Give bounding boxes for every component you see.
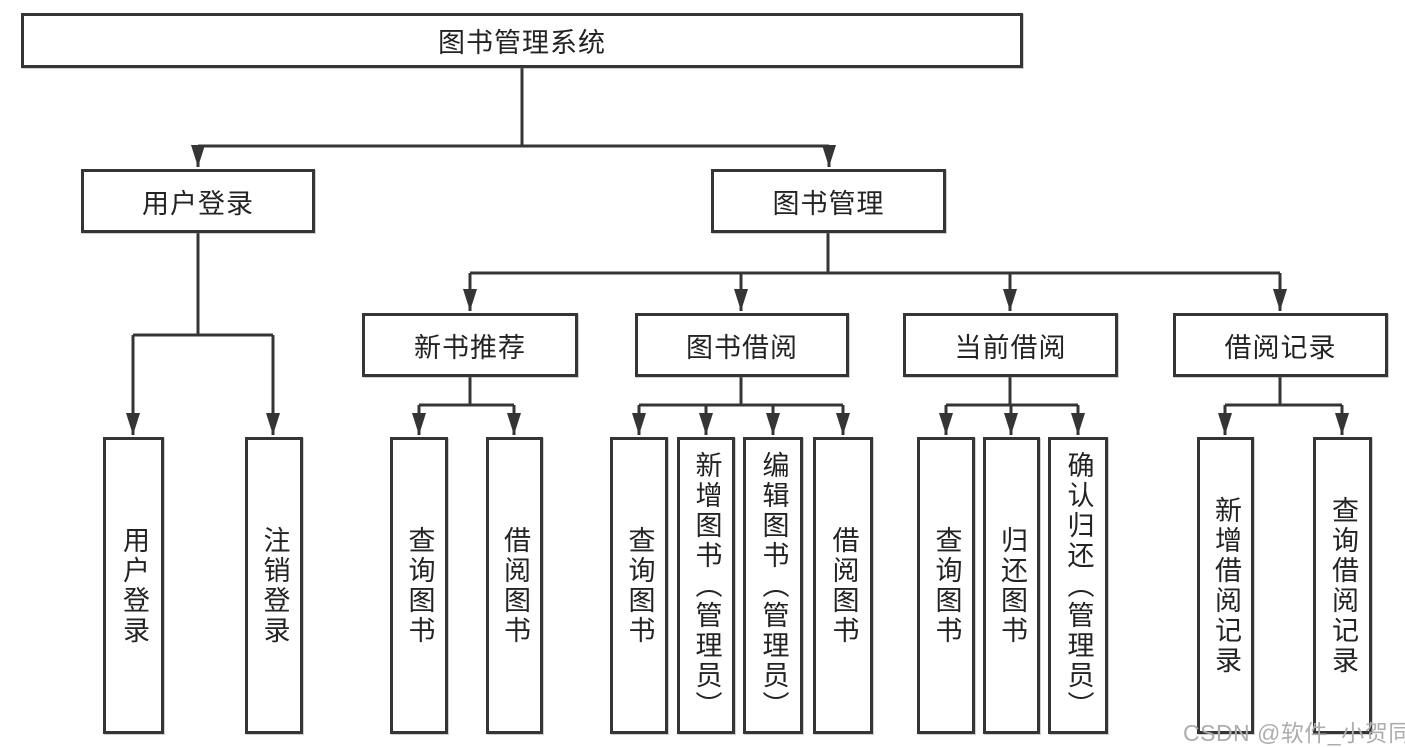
leaf-query-books-borrowing: 查询图书: [610, 437, 668, 734]
leaf-edit-book-admin: 编辑图书（管理员）: [743, 437, 803, 734]
leaf-add-book-admin-label: 新增图书（管理员）: [691, 450, 722, 721]
leaf-query-books-current-label: 查询图书: [931, 525, 962, 646]
leaf-query-books-recommend-label: 查询图书: [404, 525, 435, 646]
leaf-return-book-label: 归还图书: [997, 525, 1027, 646]
leaf-user-login-label: 用户登录: [119, 525, 149, 646]
leaf-query-books-current: 查询图书: [917, 437, 975, 734]
leaf-borrow-books-recommend-label: 借阅图书: [500, 525, 530, 646]
node-borrowing-records: 借阅记录: [1173, 313, 1388, 377]
node-new-book-recommend-label: 新书推荐: [414, 332, 526, 363]
leaf-edit-book-admin-label: 编辑图书（管理员）: [758, 450, 789, 721]
leaf-logout-label: 注销登录: [259, 525, 290, 646]
leaf-user-login: 用户登录: [103, 437, 164, 734]
node-book-borrowing-label: 图书借阅: [686, 332, 798, 363]
leaf-logout: 注销登录: [245, 437, 303, 734]
leaf-return-book: 归还图书: [983, 437, 1040, 734]
node-user-login-label: 用户登录: [142, 188, 254, 219]
leaf-borrow-books-borrowing-label: 借阅图书: [828, 525, 859, 646]
leaf-query-books-recommend: 查询图书: [390, 437, 448, 734]
watermark: CSDN @软件_小贺同学: [1183, 720, 1405, 746]
node-borrowing-records-label: 借阅记录: [1224, 332, 1337, 363]
leaf-confirm-return-admin: 确认归还（管理员）: [1048, 437, 1108, 734]
leaf-add-book-admin: 新增图书（管理员）: [677, 437, 735, 734]
node-current-borrowing: 当前借阅: [903, 313, 1118, 377]
node-current-borrowing-label: 当前借阅: [954, 332, 1067, 363]
leaf-query-borrow-record: 查询借阅记录: [1313, 437, 1372, 734]
leaf-confirm-return-admin-label: 确认归还（管理员）: [1063, 450, 1094, 721]
leaf-borrow-books-borrowing: 借阅图书: [813, 437, 873, 734]
node-new-book-recommend: 新书推荐: [362, 313, 578, 377]
node-book-management-label: 图书管理: [772, 188, 885, 219]
node-book-management: 图书管理: [711, 169, 946, 233]
leaf-query-books-borrowing-label: 查询图书: [624, 525, 655, 646]
leaf-query-borrow-record-label: 查询借阅记录: [1328, 495, 1358, 676]
leaf-add-borrow-record-label: 新增借阅记录: [1211, 495, 1241, 676]
node-user-login: 用户登录: [81, 169, 315, 233]
node-library-system: 图书管理系统: [21, 13, 1023, 68]
node-book-borrowing: 图书借阅: [635, 313, 849, 377]
leaf-borrow-books-recommend: 借阅图书: [486, 437, 543, 734]
leaf-add-borrow-record: 新增借阅记录: [1197, 437, 1254, 734]
node-library-system-label: 图书管理系统: [438, 28, 606, 58]
